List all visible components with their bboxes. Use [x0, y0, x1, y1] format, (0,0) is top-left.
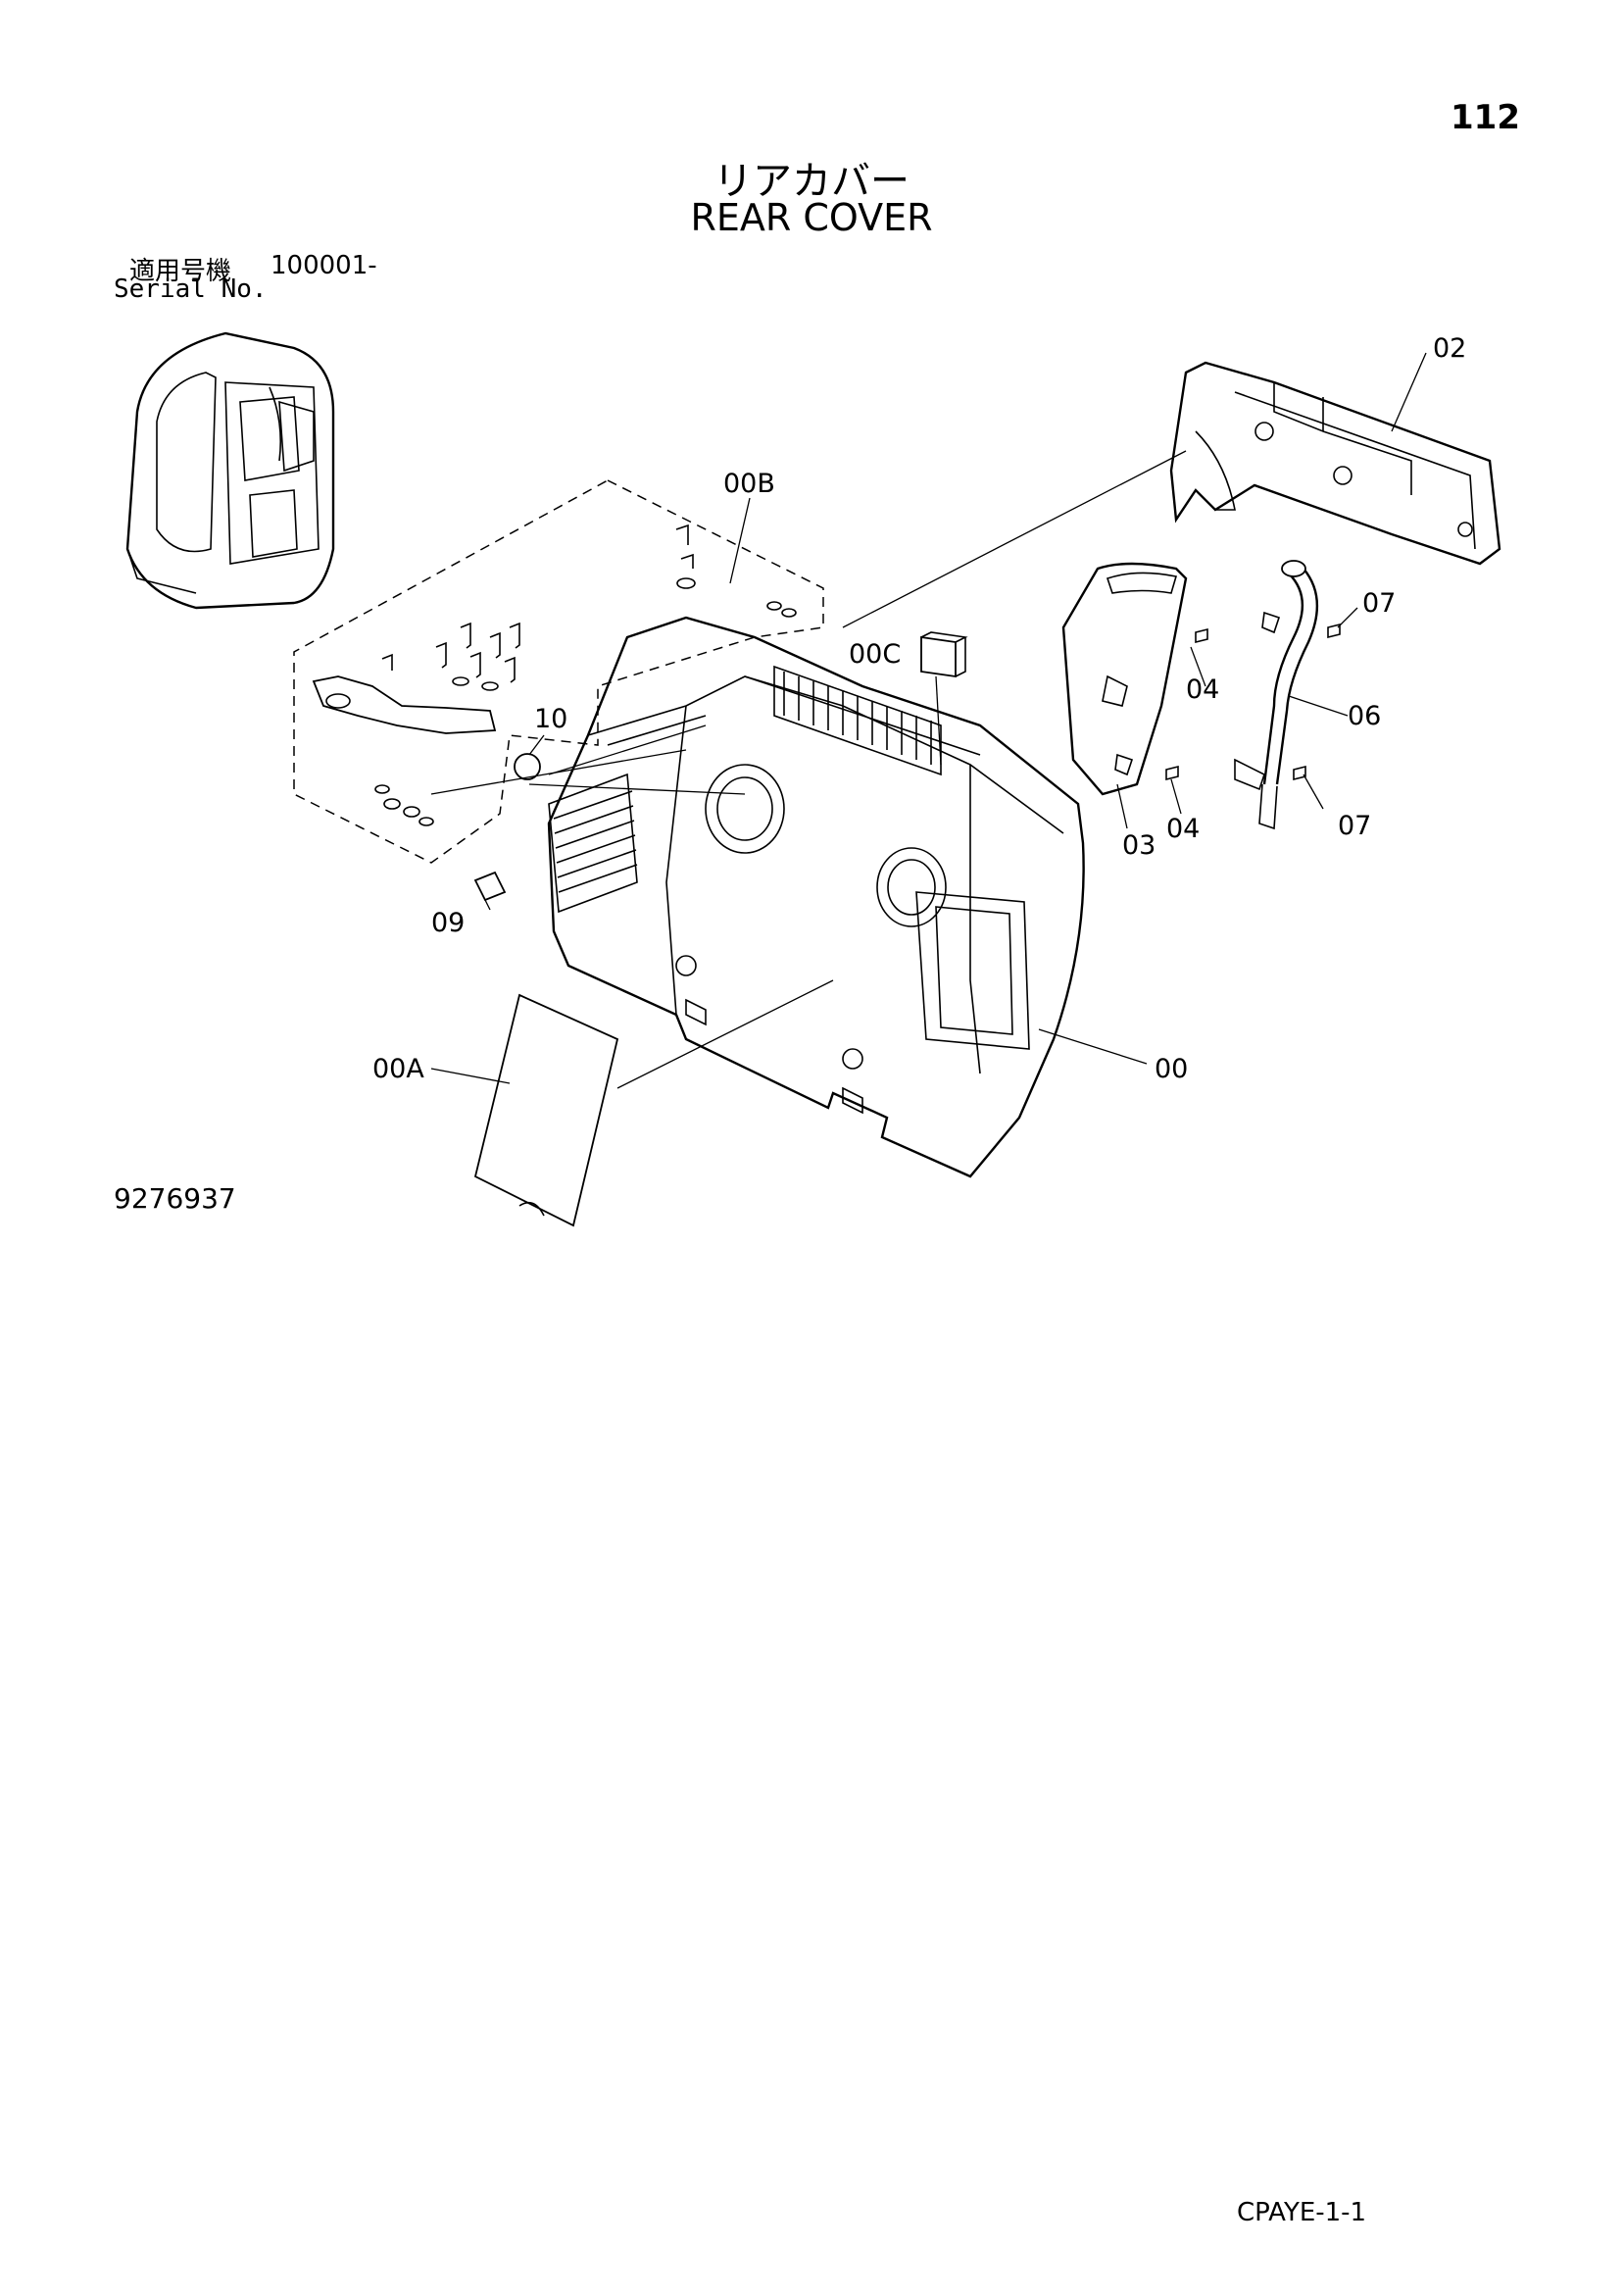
callout-00A: 00A	[372, 1054, 424, 1084]
part-00C	[920, 631, 968, 678]
callout-00B: 00B	[723, 469, 775, 499]
rear-cover-panel	[547, 616, 1085, 1178]
callout-07-upper: 07	[1362, 588, 1397, 619]
callout-00C: 00C	[849, 639, 902, 670]
callout-07-lower: 07	[1338, 811, 1372, 841]
leader-lines	[430, 352, 1427, 1089]
page-title-english: REAR COVER	[690, 196, 933, 239]
bracket-part	[312, 675, 497, 734]
callout-06: 06	[1348, 701, 1382, 731]
callout-04-upper: 04	[1186, 674, 1220, 705]
callout-02: 02	[1433, 333, 1467, 364]
serial-range: 100001-	[270, 251, 377, 280]
callout-00: 00	[1155, 1054, 1189, 1084]
part-06-pipe	[1234, 560, 1318, 830]
callout-09: 09	[431, 908, 466, 938]
screw-group	[374, 524, 797, 826]
bolts	[1165, 623, 1341, 781]
page-title-japanese: リアカバー	[713, 159, 910, 204]
callout-10: 10	[534, 704, 568, 734]
part-03-panel	[1061, 562, 1188, 796]
serial-label-japanese: 適用号機	[129, 257, 232, 286]
part-10-cap	[514, 753, 541, 780]
drawing-number: 9276937	[114, 1182, 236, 1215]
page-number: 112	[1451, 98, 1520, 137]
filter-cover-00A	[473, 993, 619, 1227]
callout-04-lower: 04	[1166, 814, 1201, 844]
serial-label-english: Serial No.	[114, 275, 268, 304]
footer-code: CPAYE-1-1	[1237, 2198, 1367, 2227]
callout-03: 03	[1122, 830, 1156, 861]
part-02-frame	[1169, 361, 1501, 566]
assembly-00B-boundary	[293, 479, 824, 864]
part-09-plug	[473, 871, 507, 902]
cab-thumbnail	[125, 331, 335, 610]
